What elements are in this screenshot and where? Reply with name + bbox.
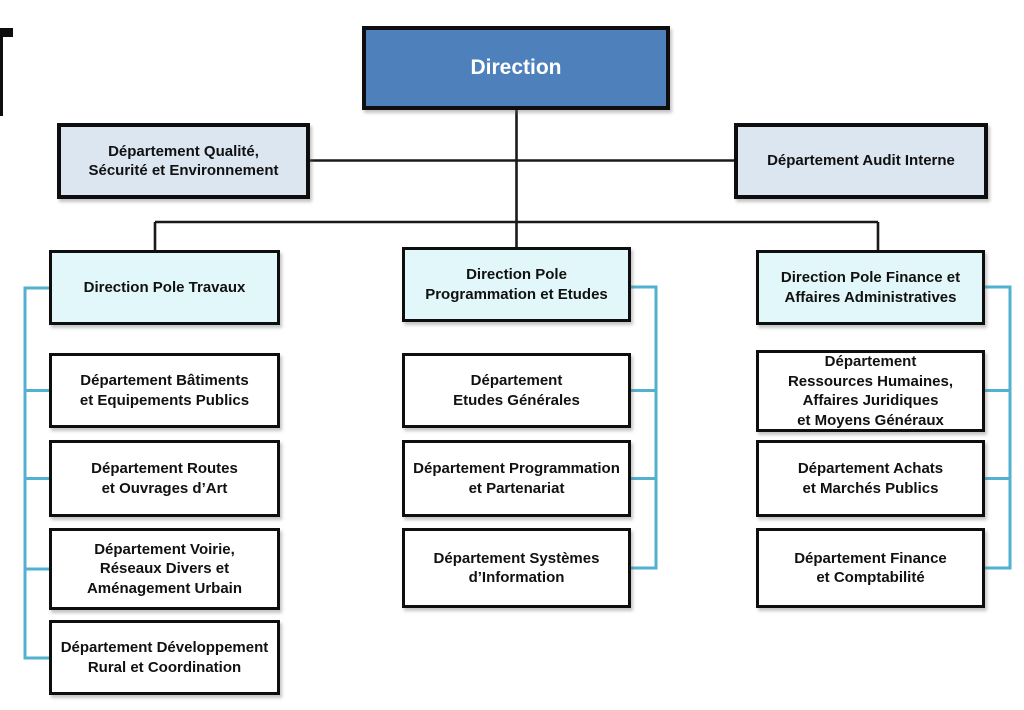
node-direction: Direction (362, 26, 670, 110)
cropped-box-artifact (0, 28, 3, 116)
connector-bracket-finance (983, 285, 1012, 570)
node-dept-achats-marches-publics: Département Achats et Marchés Publics (756, 440, 985, 517)
node-dept-qualite-securite-environnement: Département Qualité, Sécurité et Environ… (57, 123, 310, 199)
node-dept-programmation-partenariat: Département Programmation et Partenariat (402, 440, 631, 517)
node-dept-audit-interne: Département Audit Interne (734, 123, 988, 199)
node-label: Direction Pole Programmation et Etudes (425, 266, 608, 303)
node-dept-routes-ouvrages-art: Département Routes et Ouvrages d’Art (49, 440, 280, 517)
node-label: Département Audit Interne (767, 152, 955, 170)
node-label: Direction Pole Travaux (83, 278, 246, 296)
node-dept-voirie-reseaux-divers: Département Voirie, Réseaux Divers et Am… (49, 528, 280, 610)
node-label: Direction Pole Finance et Affaires Admin… (780, 269, 961, 306)
cropped-box-artifact (0, 28, 13, 37)
connector-direction-tree (153, 110, 880, 252)
connector-bracket-travaux (23, 286, 51, 660)
node-label: Département Voirie, Réseaux Divers et Am… (86, 540, 243, 597)
node-label: Département Systèmes d’Information (433, 549, 600, 587)
node-label: Département Ressources Humaines, Affaire… (787, 353, 954, 429)
connector-bracket-programmation (629, 285, 658, 570)
node-dept-etudes-generales: Département Etudes Générales (402, 353, 631, 428)
node-label: Département Bâtiments et Equipements Pub… (79, 372, 250, 409)
node-label: Département Développement Rural et Coord… (60, 639, 269, 676)
node-label: Département Achats et Marchés Publics (797, 460, 944, 497)
node-dept-systemes-information: Département Systèmes d’Information (402, 528, 631, 608)
node-dept-developpement-rural-coordination: Département Développement Rural et Coord… (49, 620, 280, 695)
node-label: Département Qualité, Sécurité et Environ… (88, 142, 279, 180)
node-label: Département Finance et Comptabilité (794, 549, 947, 587)
node-label: Département Programmation et Partenariat (413, 460, 620, 497)
node-dept-ressources-humaines-juridiques-moyens: Département Ressources Humaines, Affaire… (756, 350, 985, 432)
node-dept-finance-comptabilite: Département Finance et Comptabilité (756, 528, 985, 608)
node-label: Département Routes et Ouvrages d’Art (91, 460, 238, 497)
node-pole-programmation-etudes: Direction Pole Programmation et Etudes (402, 247, 631, 322)
node-pole-finance-affaires-administratives: Direction Pole Finance et Affaires Admin… (756, 250, 985, 325)
node-pole-travaux: Direction Pole Travaux (49, 250, 280, 325)
node-label: Direction (470, 56, 562, 80)
node-dept-batiments-equipements-publics: Département Bâtiments et Equipements Pub… (49, 353, 280, 428)
node-label: Département Etudes Générales (453, 372, 580, 409)
